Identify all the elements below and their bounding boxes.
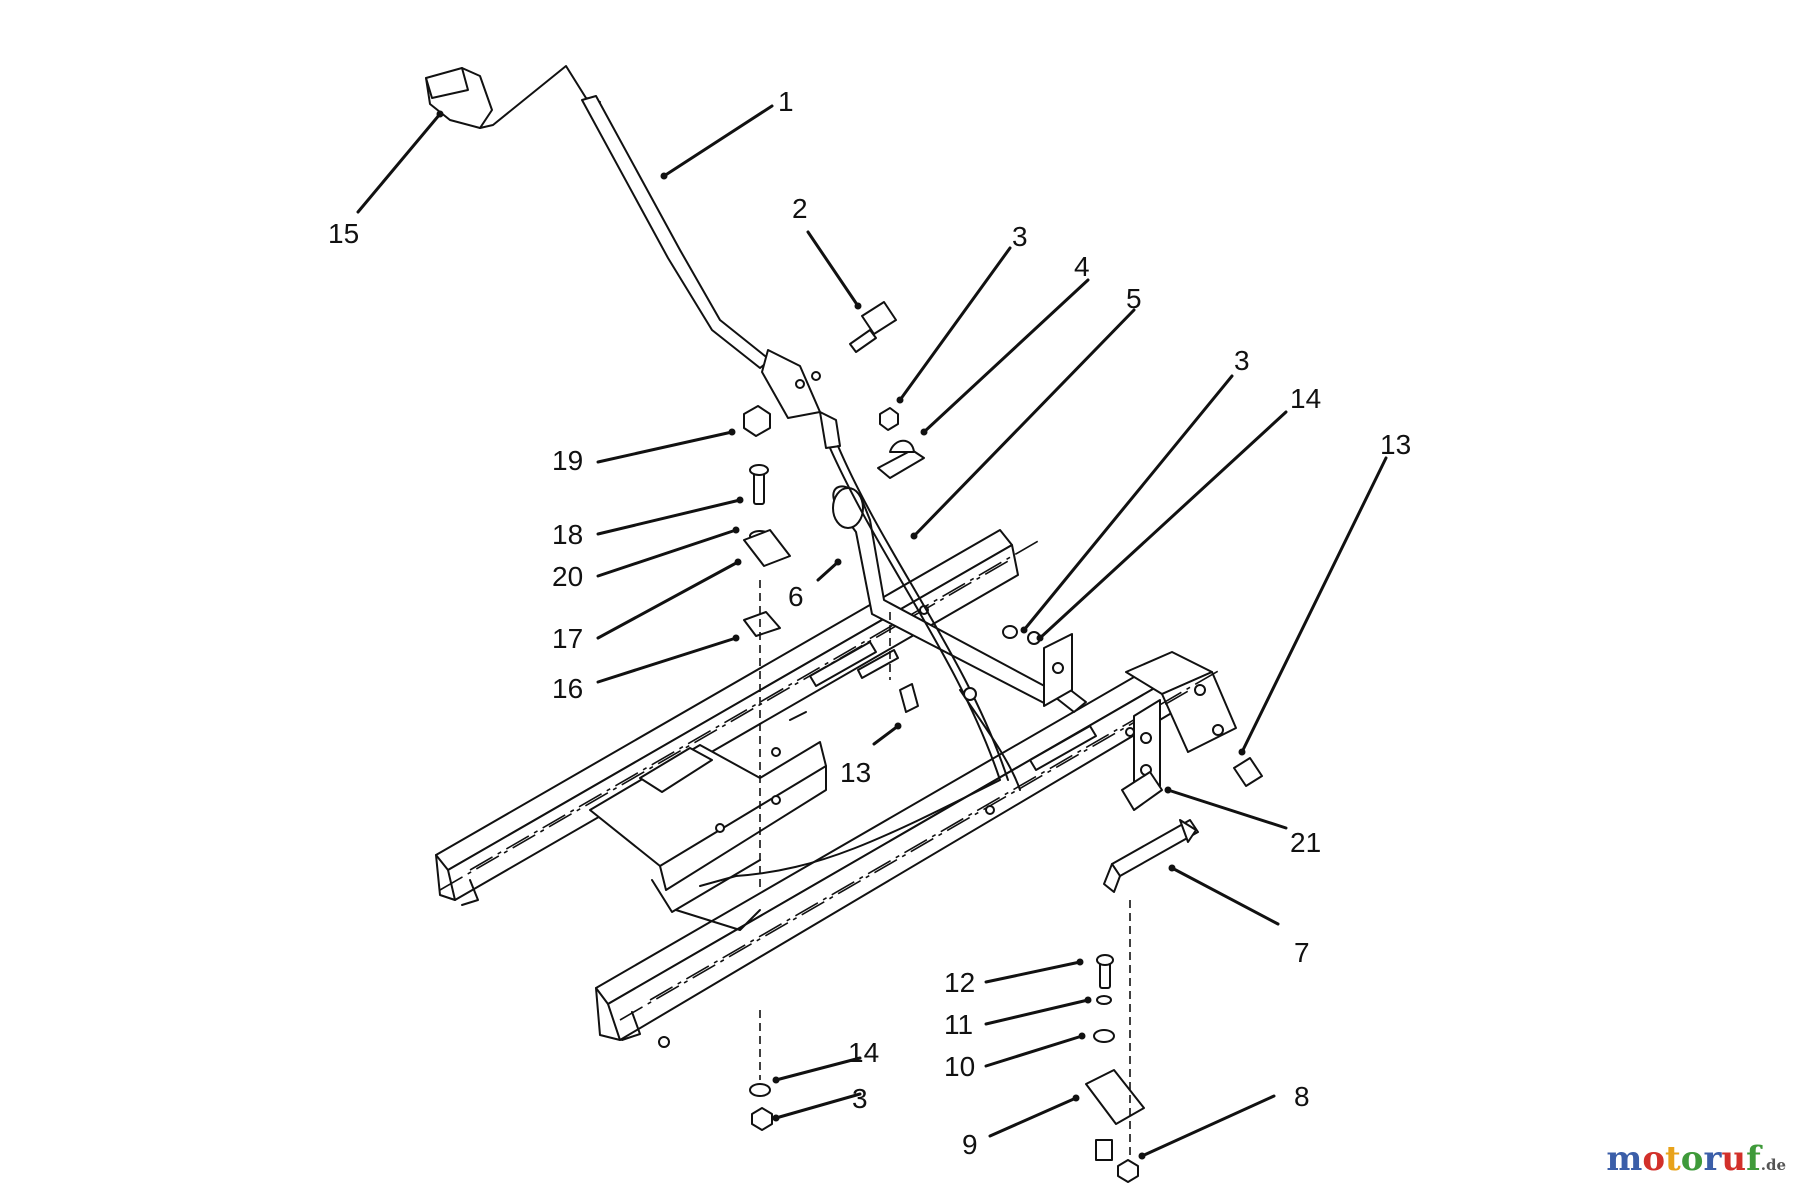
label-11: 11 bbox=[944, 1009, 973, 1040]
label-9: 9 bbox=[962, 1129, 978, 1160]
label-13: 13 bbox=[1380, 429, 1411, 460]
leader-lines bbox=[356, 104, 1388, 1160]
label-4: 4 bbox=[1074, 251, 1090, 282]
label-6: 6 bbox=[788, 581, 804, 612]
label-14: 14 bbox=[1290, 383, 1321, 414]
label-20: 20 bbox=[552, 561, 583, 592]
watermark-letter: m bbox=[1606, 1139, 1643, 1179]
label-18: 18 bbox=[552, 519, 583, 550]
label-17: 17 bbox=[552, 623, 583, 654]
bracket-upper bbox=[1043, 633, 1073, 707]
label-3: 3 bbox=[1012, 221, 1028, 252]
bracket-21 bbox=[1121, 699, 1163, 811]
watermark-suffix: .de bbox=[1760, 1156, 1786, 1174]
label-7: 7 bbox=[1294, 937, 1310, 968]
label-19: 19 bbox=[552, 445, 583, 476]
hardware bbox=[743, 301, 1263, 1183]
frame-rails bbox=[435, 529, 1237, 1048]
part-labels: 1 2 3 4 5 3 14 13 15 19 18 20 6 17 16 13… bbox=[328, 86, 1411, 1160]
watermark-letter: o bbox=[1642, 1139, 1666, 1179]
label-10: 10 bbox=[944, 1051, 975, 1082]
label-16: 16 bbox=[552, 673, 583, 704]
watermark-letter: u bbox=[1721, 1139, 1747, 1179]
assembly-lines bbox=[759, 580, 1131, 1160]
pedal-mount-plate bbox=[589, 741, 827, 931]
label-2: 2 bbox=[792, 193, 808, 224]
label-21: 21 bbox=[1290, 827, 1321, 858]
watermark-letter: t bbox=[1665, 1139, 1681, 1179]
label-5: 5 bbox=[1126, 283, 1142, 314]
label-12: 12 bbox=[944, 967, 975, 998]
watermark-letter: r bbox=[1703, 1139, 1722, 1179]
label-13: 13 bbox=[840, 757, 871, 788]
label-1: 1 bbox=[778, 86, 794, 117]
label-8: 8 bbox=[1294, 1081, 1310, 1112]
label-14: 14 bbox=[848, 1037, 879, 1068]
watermark-letter: f bbox=[1746, 1139, 1761, 1179]
cable-clamp bbox=[877, 439, 925, 479]
control-lever bbox=[479, 65, 841, 449]
watermark-logo: motoruf.de bbox=[1606, 1139, 1786, 1179]
label-3: 3 bbox=[1234, 345, 1250, 376]
label-15: 15 bbox=[328, 218, 359, 249]
label-3: 3 bbox=[852, 1083, 868, 1114]
watermark-letter: o bbox=[1680, 1139, 1704, 1179]
